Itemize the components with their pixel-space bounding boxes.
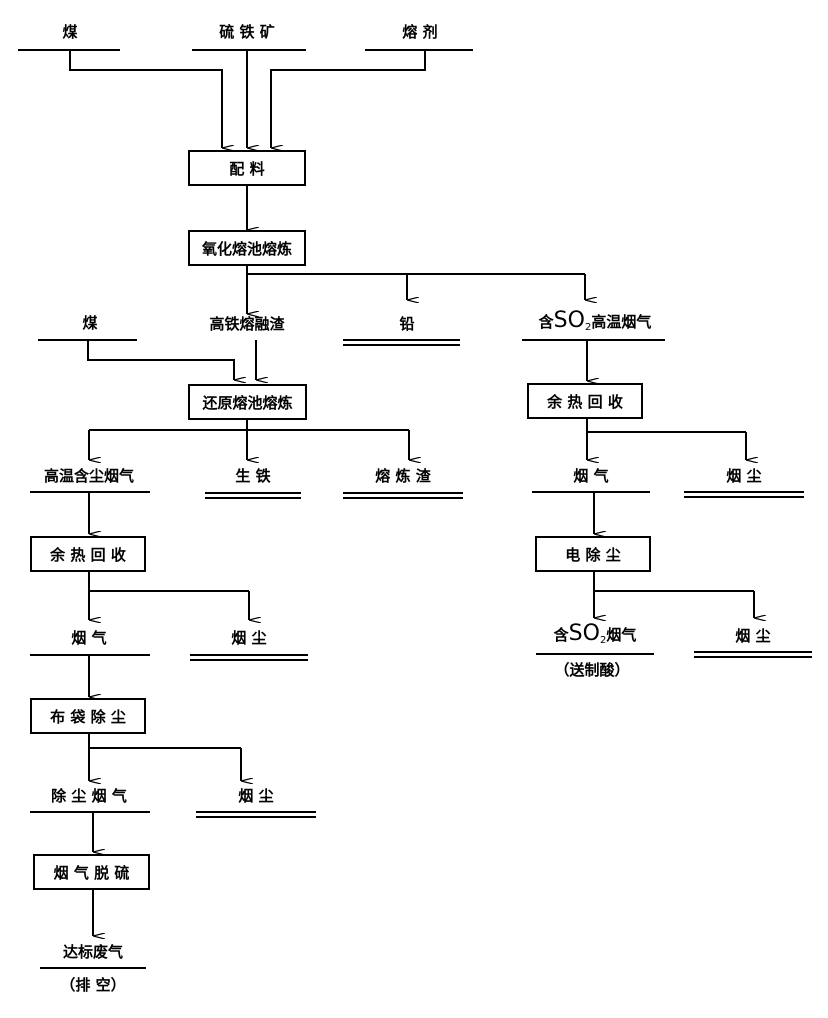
so2-gas-prefix: 含	[538, 313, 554, 331]
flue-gas-left-label: 烟 气	[71, 629, 107, 647]
smelting-slag-label: 熔 炼 渣	[375, 467, 431, 485]
bag-dust-box: 布 袋 除 尘	[30, 698, 146, 734]
flue-gas-right-label: 烟 气	[573, 467, 609, 485]
dedusted-gas-label: 除 尘 烟 气	[51, 787, 127, 805]
input-flux: 熔 剂	[402, 23, 438, 41]
dust-right2-label: 烟 尘	[735, 627, 771, 645]
so2-sub: 2	[584, 322, 592, 333]
heat-recovery-left-box: 余 热 回 收	[30, 536, 146, 572]
standard-gas-note: （排 空）	[60, 976, 126, 994]
so2-out-suffix: 烟气	[606, 626, 637, 644]
input-coal-2: 煤	[82, 314, 98, 332]
dust-left2-label: 烟 尘	[238, 787, 274, 805]
dust-right1-label: 烟 尘	[726, 467, 762, 485]
heat-recovery-right-box: 余 热 回 收	[527, 383, 643, 419]
standard-gas-label: 达标废气	[62, 943, 124, 961]
pig-iron-label: 生 铁	[235, 467, 271, 485]
so2-so: SO	[553, 308, 585, 333]
flux-connector	[270, 50, 426, 148]
input-pyrite: 硫 铁 矿	[219, 23, 275, 41]
so2-out-formula: SO2	[568, 621, 607, 647]
coal-connector	[69, 50, 222, 148]
so2-out-sub: 2	[599, 635, 607, 646]
high-iron-slag-label: 高铁熔融渣	[209, 315, 285, 333]
so2-out-so: SO	[568, 621, 600, 646]
electro-dust-box: 电 除 尘	[535, 536, 651, 572]
dust-left1-label: 烟 尘	[231, 629, 267, 647]
so2-out-label: 含SO2烟气	[553, 623, 637, 650]
lead-label: 铅	[399, 315, 415, 333]
reduction-smelting-box: 还原熔池熔炼	[188, 384, 307, 420]
coal2-connector	[87, 340, 234, 380]
so2-gas-label: 含SO2高温烟气	[538, 310, 652, 337]
so2-out-note: （送制酸）	[554, 661, 630, 679]
oxidation-smelting-box: 氧化熔池熔炼	[188, 230, 306, 266]
input-coal: 煤	[62, 23, 78, 41]
so2-gas-suffix: 高温烟气	[591, 313, 652, 331]
so2-out-prefix: 含	[553, 626, 569, 644]
desulfurization-box: 烟 气 脱 硫	[33, 854, 150, 890]
batching-box: 配 料	[188, 150, 306, 186]
hot-dust-gas-label: 高温含尘烟气	[43, 467, 135, 485]
so2-formula: SO2	[553, 308, 592, 334]
